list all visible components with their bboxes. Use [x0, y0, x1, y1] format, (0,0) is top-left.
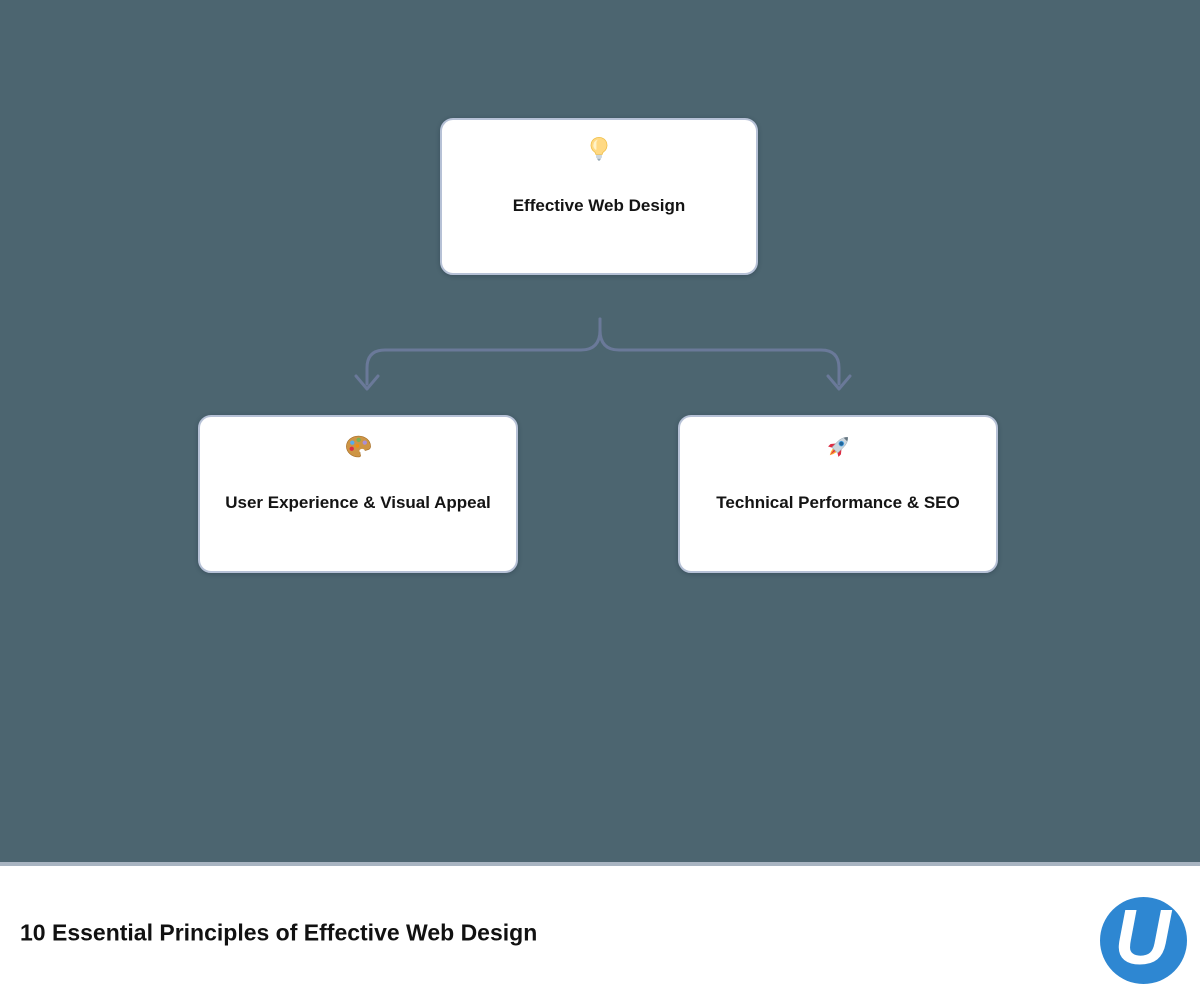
node-effective-web-design: Effective Web Design: [440, 118, 758, 275]
node-label: User Experience & Visual Appeal: [225, 493, 491, 512]
lightbulb-icon: [585, 134, 613, 164]
logo-letter: U: [1114, 891, 1171, 980]
arrowhead-right-icon: [826, 374, 852, 391]
connector-right: [598, 317, 841, 386]
rocket-icon: [824, 431, 853, 461]
node-label: Technical Performance & SEO: [716, 493, 960, 512]
node-label: Effective Web Design: [512, 196, 686, 215]
node-technical-performance-seo: Technical Performance & SEO: [678, 415, 998, 573]
palette-icon: [344, 431, 373, 461]
connector-left: [365, 317, 602, 386]
logo-badge: U: [1100, 897, 1187, 984]
node-user-experience-visual-appeal: User Experience & Visual Appeal: [198, 415, 518, 573]
footer-bar: 10 Essential Principles of Effective Web…: [0, 862, 1200, 1000]
arrowhead-left-icon: [354, 374, 380, 391]
page-title: 10 Essential Principles of Effective Web…: [20, 919, 538, 946]
